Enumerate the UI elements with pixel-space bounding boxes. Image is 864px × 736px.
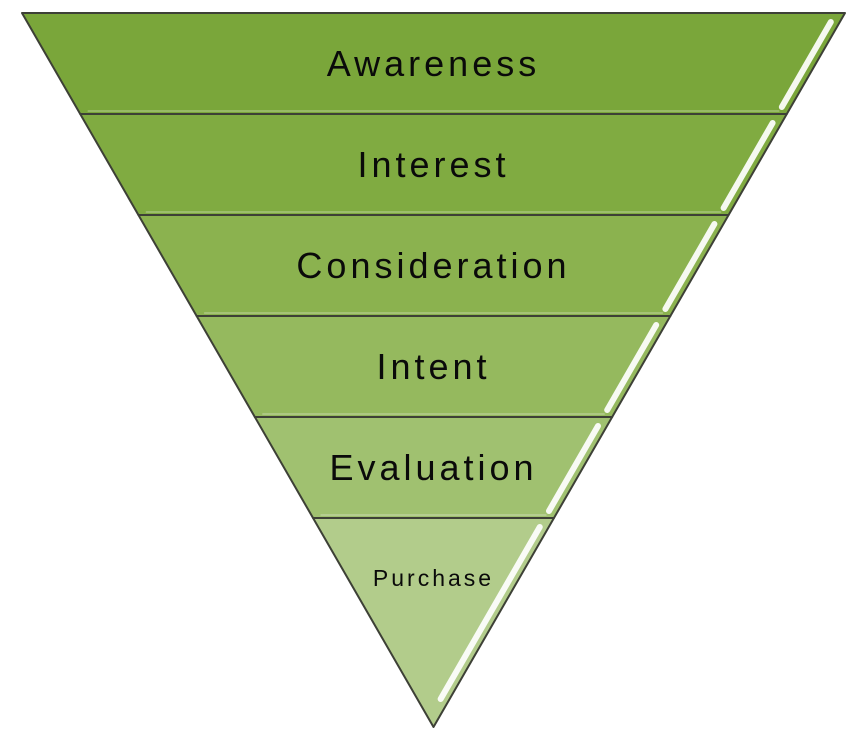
funnel-level: Awareness xyxy=(21,12,846,115)
funnel-level-label: Evaluation xyxy=(329,447,537,488)
gloss-highlight xyxy=(778,19,834,110)
funnel-level: Intent xyxy=(195,315,672,418)
funnel-level-label: Consideration xyxy=(296,245,570,286)
funnel-level: Purchase xyxy=(312,517,555,728)
funnel-level-label: Interest xyxy=(357,144,509,185)
funnel-level-label: Purchase xyxy=(373,565,494,591)
gloss-highlight xyxy=(437,524,543,702)
funnel-level-label: Intent xyxy=(376,346,490,387)
funnel-level-label: Awareness xyxy=(327,43,540,84)
gloss-highlight xyxy=(720,120,776,211)
gloss-highlight xyxy=(662,221,718,312)
gloss-highlight xyxy=(545,423,601,514)
funnel-level: Evaluation xyxy=(253,416,614,519)
funnel-level: Interest xyxy=(79,113,788,216)
funnel-level: Consideration xyxy=(137,214,730,317)
funnel-segment-shape xyxy=(312,517,555,728)
gloss-highlight xyxy=(604,322,660,413)
